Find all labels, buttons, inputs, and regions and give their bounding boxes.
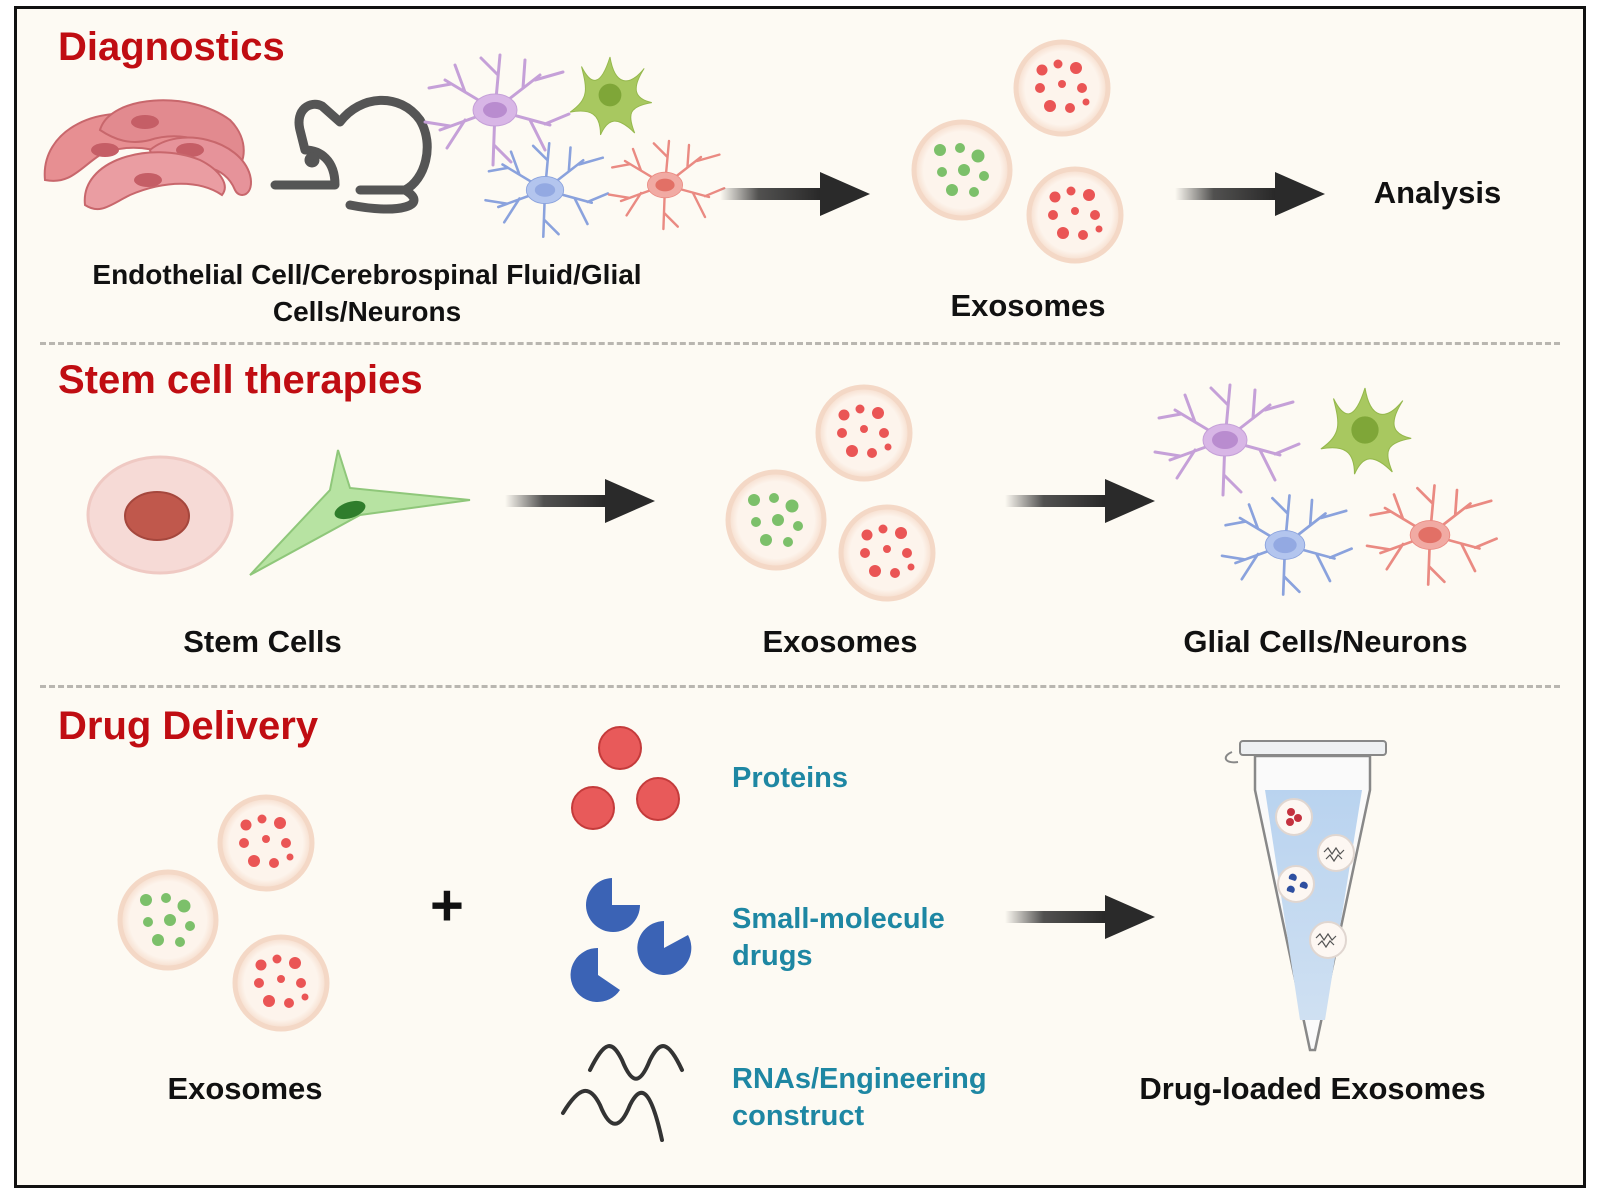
drug-loaded-exosomes-label: Drug-loaded Exosomes (1139, 1071, 1486, 1106)
rna-line2: construct (732, 1100, 865, 1132)
stem-cells-label: Stem Cells (183, 624, 342, 659)
small-molecule-line2: drugs (732, 940, 813, 972)
tube-icon (1224, 740, 1387, 1052)
glial-neurons-label: Glial Cells/Neurons (1183, 624, 1468, 659)
mesenchymal-cell-icon (249, 449, 471, 576)
section-divider (40, 342, 1560, 345)
source-label-line1: Endothelial Cell/Cerebrospinal Fluid/Gli… (92, 259, 642, 290)
rna-icon (561, 1044, 684, 1142)
rna-line1: RNAs/Engineering (732, 1063, 987, 1095)
diagnostics-source-label: Endothelial Cell/Cerebrospinal Fluid/Gli… (52, 256, 682, 330)
arrow-icon (1005, 895, 1155, 939)
neuron-icon (1220, 494, 1353, 596)
proteins-label: Proteins (732, 762, 849, 794)
arrow-icon (1175, 172, 1325, 216)
diagnostics-exosomes-label: Exosomes (950, 288, 1106, 323)
small-molecule-label: Small-molecule drugs (732, 901, 945, 975)
diagnostics-title: Diagnostics (58, 25, 285, 69)
stem-cell-icon (86, 455, 234, 575)
neuron-icon (1365, 484, 1498, 586)
source-label-line2: Cells/Neurons (272, 296, 462, 327)
protein-icon (571, 726, 680, 830)
glial-cell-icon (1153, 383, 1301, 497)
drug-exosomes-label: Exosomes (167, 1071, 323, 1106)
plus-sign: + (430, 873, 464, 938)
rna-label: RNAs/Engineering construct (732, 1061, 987, 1135)
arrow-icon (505, 479, 655, 523)
analysis-label: Analysis (1373, 175, 1502, 210)
endothelial-cells-icon (43, 99, 252, 211)
small-molecule-icon (570, 878, 692, 1002)
arrow-icon (1005, 479, 1155, 523)
arrow-icon (720, 172, 870, 216)
stem-exosomes-label: Exosomes (762, 624, 918, 659)
glial-cell-icon (423, 53, 571, 167)
mouse-icon (270, 95, 432, 214)
stem-cell-title: Stem cell therapies (58, 358, 423, 402)
small-molecule-line1: Small-molecule (732, 903, 945, 935)
glial-cell-icon (1320, 387, 1412, 475)
neuron-icon (484, 141, 610, 239)
section-divider (40, 685, 1560, 688)
neuron-icon (607, 139, 726, 231)
drug-delivery-title: Drug Delivery (58, 704, 319, 748)
glial-cell-icon (569, 56, 653, 136)
